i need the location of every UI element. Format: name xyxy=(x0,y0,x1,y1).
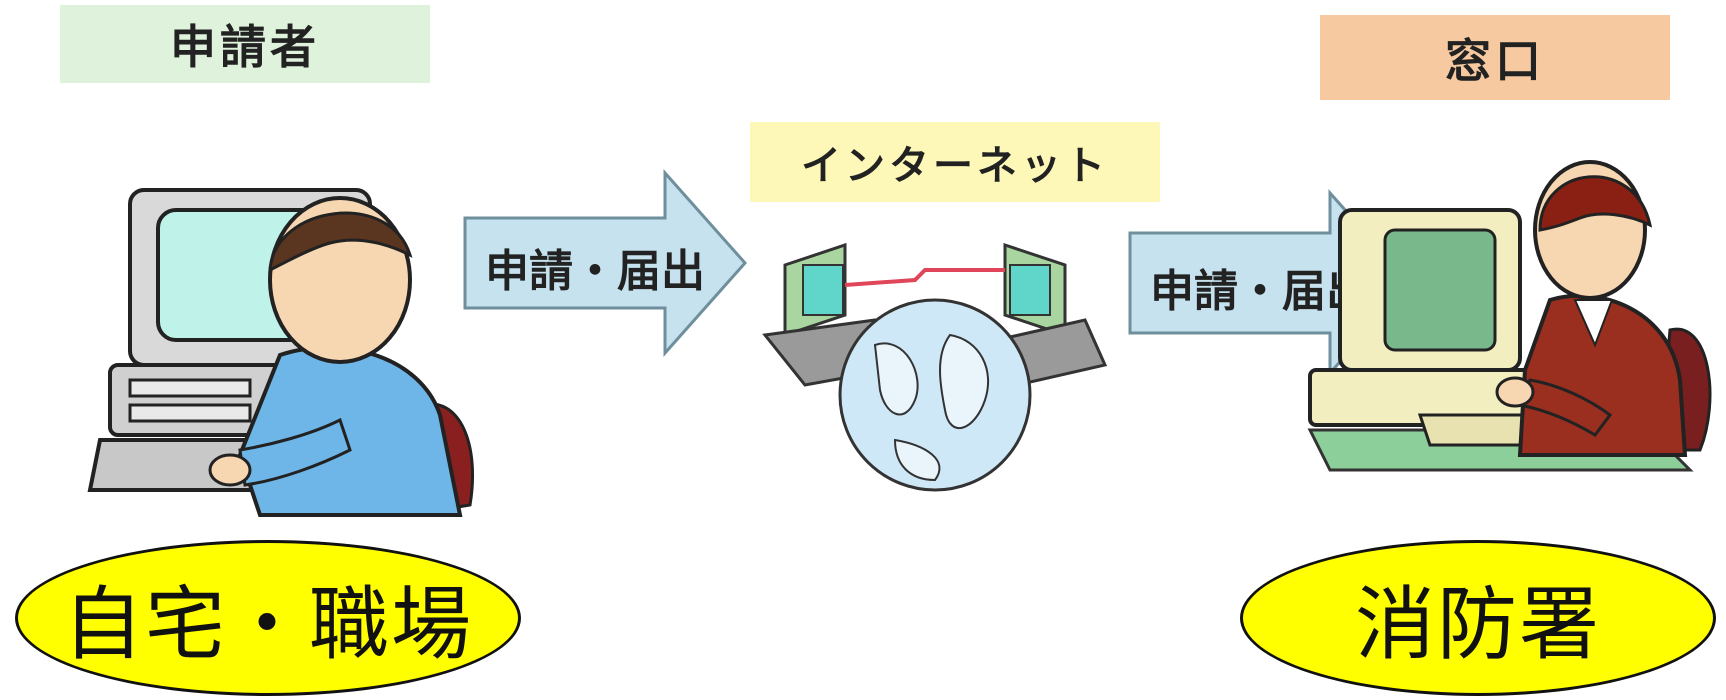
network-label: インターネット xyxy=(750,122,1160,202)
office-location-oval: 消防署 xyxy=(1240,540,1716,696)
applicant-label: 申請者 xyxy=(60,5,430,83)
office-computer-illustration xyxy=(1307,160,1712,472)
flow-arrow-1-label: 申請・届出 xyxy=(485,246,705,297)
flow-arrow-2-label: 申請・届出 xyxy=(1150,266,1370,317)
office-label: 窓口 xyxy=(1320,15,1670,100)
applicant-computer-illustration xyxy=(87,188,475,517)
flow-arrow-1 xyxy=(463,169,748,357)
applicant-location-oval: 自宅・職場 xyxy=(15,540,521,696)
internet-illustration xyxy=(762,242,1108,492)
